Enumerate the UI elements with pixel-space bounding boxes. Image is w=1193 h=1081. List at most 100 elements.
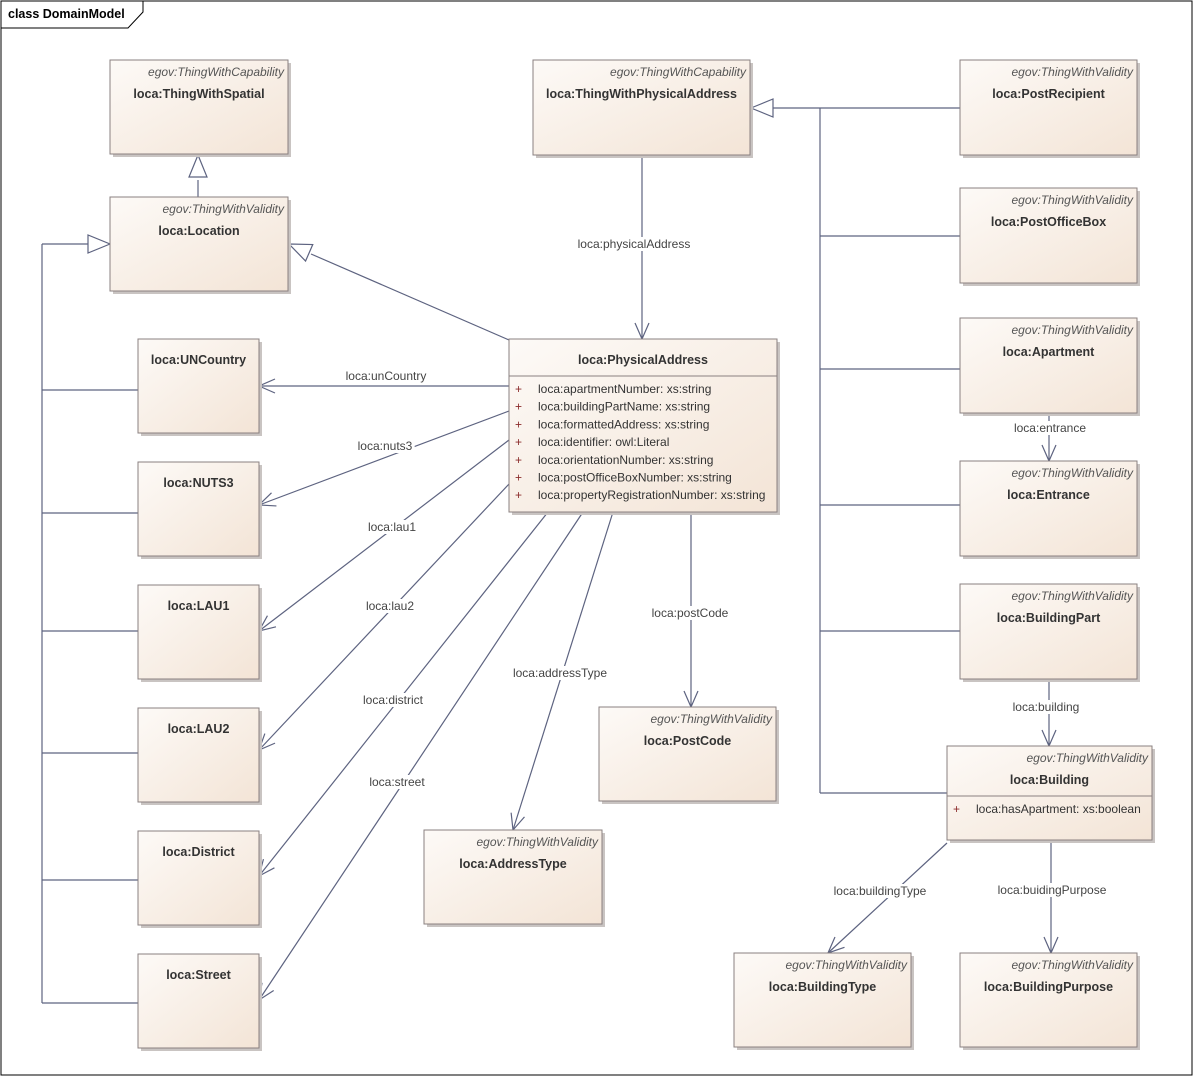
class-thingWithSpatial[interactable]: egov:ThingWithCapabilityloca:ThingWithSp… [109, 59, 291, 157]
class-name: loca:LAU2 [168, 722, 230, 736]
class-stereotype: egov:ThingWithValidity [1011, 589, 1134, 603]
class-apartment[interactable]: egov:ThingWithValidity loca:Apartment [959, 317, 1140, 416]
public-visibility-icon: + [515, 488, 522, 502]
class-attribute: loca:identifier: owl:Literal [538, 435, 669, 449]
class-stereotype: egov:ThingWithValidity [785, 958, 908, 972]
class-buildingType[interactable]: egov:ThingWithValidity loca:BuildingType [733, 952, 914, 1050]
class-attribute: loca:hasApartment: xs:boolean [976, 802, 1141, 816]
class-box [423, 829, 603, 925]
label-background [831, 884, 929, 898]
class-physicalAddress[interactable]: loca:PhysicalAddress+loca:apartmentNumbe… [508, 338, 780, 515]
class-box [109, 196, 289, 292]
association-label: loca:physicalAddress [578, 237, 691, 251]
public-visibility-icon: + [515, 382, 522, 396]
class-name: loca:BuildingPurpose [984, 980, 1113, 994]
class-box [109, 59, 289, 155]
label-background [343, 369, 429, 383]
class-postRecipient[interactable]: egov:ThingWithValidity loca:PostRecipient [959, 59, 1140, 158]
association-label: loca:buidingPurpose [998, 883, 1107, 897]
class-box [959, 59, 1138, 156]
class-nuts3[interactable]: loca:NUTS3 [137, 461, 262, 559]
class-name: loca:District [162, 845, 235, 859]
association-label: loca:building [1013, 700, 1080, 714]
association-label: loca:unCountry [346, 369, 427, 383]
class-building[interactable]: egov:ThingWithValidityloca:Building+loca… [946, 745, 1155, 843]
class-name: loca:Apartment [1003, 345, 1096, 359]
public-visibility-icon: + [515, 417, 522, 431]
class-stereotype: egov:ThingWithValidity [650, 712, 773, 726]
class-name: loca:Building [1010, 773, 1089, 787]
class-lau1[interactable]: loca:LAU1 [137, 584, 262, 682]
label-background [510, 666, 610, 680]
association-line-lau1 [258, 439, 510, 632]
class-stereotype: egov:ThingWithValidity [1011, 958, 1134, 972]
class-district[interactable]: loca:District [137, 830, 262, 928]
label-background [367, 775, 428, 789]
association-line-nuts3 [258, 410, 510, 506]
generalization-line [310, 253, 510, 341]
class-box [137, 338, 260, 434]
class-entrance[interactable]: egov:ThingWithValidity loca:Entrance [959, 460, 1140, 559]
class-name: loca:LAU1 [168, 599, 230, 613]
class-box [959, 317, 1138, 414]
label-background [365, 520, 419, 534]
class-stereotype: egov:ThingWithValidity [1011, 65, 1134, 79]
association-label: loca:postCode [652, 606, 729, 620]
generalization-arrowhead-icon [749, 98, 774, 118]
label-background [1011, 421, 1089, 435]
label-background [575, 237, 693, 251]
class-name: loca:NUTS3 [163, 476, 233, 490]
class-name: loca:UNCountry [151, 353, 246, 367]
public-visibility-icon: + [515, 453, 522, 467]
class-thingWithPhysicalAddress[interactable]: egov:ThingWithCapability loca:ThingWithPh… [532, 59, 753, 158]
class-stereotype: egov:ThingWithValidity [1011, 466, 1134, 480]
public-visibility-icon: + [515, 400, 522, 414]
generalization-arrowhead-icon [87, 234, 112, 254]
class-name: loca:BuildingPart [997, 611, 1101, 625]
class-box [598, 706, 777, 802]
association-line-street [258, 511, 584, 1001]
label-background [360, 693, 426, 707]
class-stereotype: egov:ThingWithValidity [1011, 193, 1134, 207]
class-box [959, 583, 1138, 680]
class-attribute: loca:propertyRegistrationNumber: xs:stri… [538, 488, 765, 502]
class-lau2[interactable]: loca:LAU2 [137, 707, 262, 805]
class-name: loca:PostRecipient [992, 87, 1105, 101]
class-name: loca:Location [158, 224, 239, 238]
class-box [137, 461, 260, 557]
class-attribute: loca:formattedAddress: xs:string [538, 417, 709, 431]
generalization-arrowhead-icon [287, 243, 314, 263]
association-label: loca:street [369, 775, 425, 789]
class-unCountry[interactable]: loca:UNCountry [137, 338, 262, 436]
class-street[interactable]: loca:Street [137, 953, 262, 1051]
association-label: loca:lau2 [366, 599, 414, 613]
frame-title: class DomainModel [8, 7, 125, 21]
class-name: loca:ThingWithPhysicalAddress [546, 87, 737, 101]
class-buildingPart[interactable]: egov:ThingWithValidity loca:BuildingPart [959, 583, 1140, 682]
public-visibility-icon: + [953, 802, 960, 816]
class-box [137, 953, 260, 1049]
class-name: loca:Entrance [1007, 488, 1090, 502]
class-box [532, 59, 751, 156]
class-name: loca:ThingWithSpatial [133, 87, 264, 101]
label-background [1010, 700, 1082, 714]
class-buildingPurpose[interactable]: egov:ThingWithValidity loca:BuildingPurpo… [959, 952, 1140, 1050]
frame-title-tab [0, 0, 144, 29]
association-label: loca:entrance [1014, 421, 1086, 435]
association-label: loca:buildingType [834, 884, 927, 898]
public-visibility-icon: + [515, 471, 522, 485]
class-box [946, 745, 1153, 841]
association-line-lau2 [258, 483, 510, 751]
class-attribute: loca:postOfficeBoxNumber: xs:string [538, 471, 732, 485]
class-name: loca:BuildingType [769, 980, 876, 994]
association-label: loca:nuts3 [358, 439, 413, 453]
class-stereotype: egov:ThingWithCapability [610, 65, 747, 79]
label-background [355, 439, 415, 453]
public-visibility-icon: + [515, 435, 522, 449]
class-stereotype: egov:ThingWithValidity [1011, 323, 1134, 337]
